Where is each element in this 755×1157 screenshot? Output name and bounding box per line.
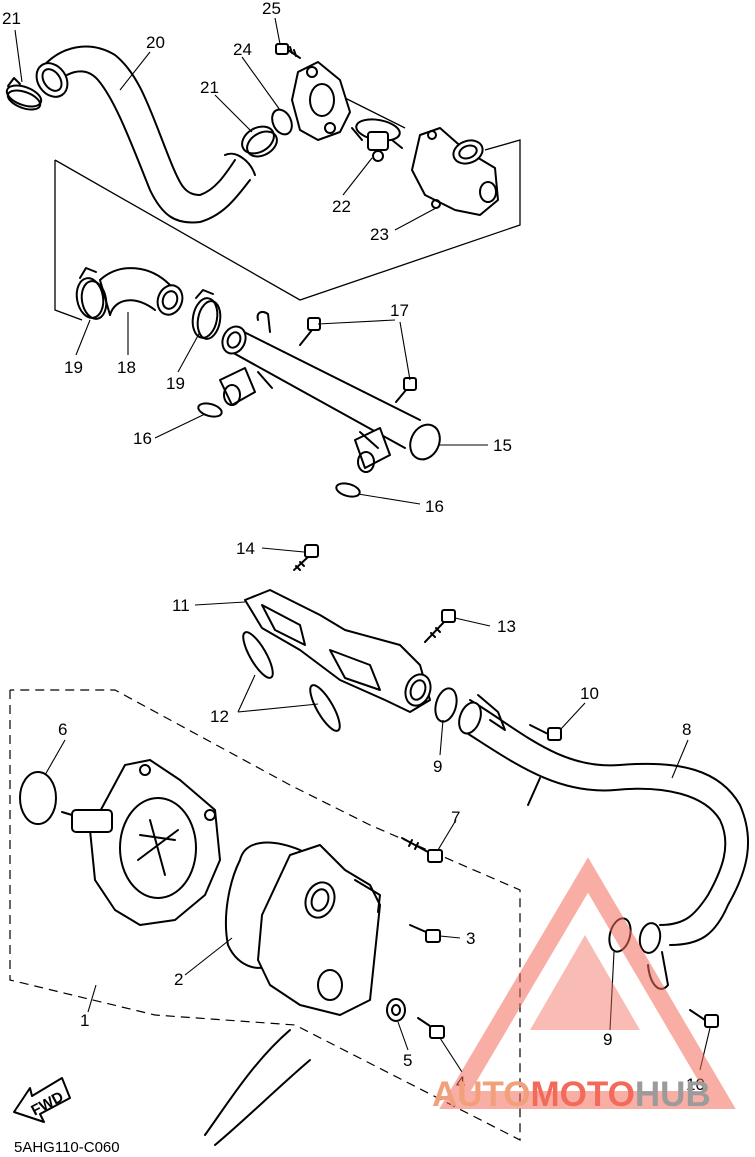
seal-24 [271,108,293,136]
bolt-4 [417,1017,445,1039]
callout-23: 23 [370,225,389,244]
gasket-12-left [242,631,274,679]
watermark-text: AUTOMOTOHUB [432,1075,711,1114]
water-pipe-8 [458,694,750,990]
gasket-12-right [309,684,341,732]
callout-24: 24 [233,40,252,59]
callout-13: 13 [497,617,516,636]
fwd-arrow: FWD [13,1077,71,1123]
watermark-inner-mark [530,935,640,1030]
washer-5 [386,998,406,1022]
water-pump-body [61,759,221,926]
bolt-7 [401,837,443,863]
water-pump-housing [257,844,381,1016]
o-ring-16-lower [335,482,361,498]
callout-10-upper: 10 [580,684,599,703]
bolt-17-lower [395,377,417,403]
thermostat-22 [351,118,403,162]
callout-6: 6 [58,720,67,739]
callout-16-lower: 16 [425,497,444,516]
callout-15: 15 [493,436,512,455]
hose-clamp-21-left [5,77,43,111]
callout-1: 1 [80,1011,89,1030]
callout-3: 3 [466,929,475,948]
o-ring-16-upper [197,402,223,418]
callout-5: 5 [403,1051,412,1070]
callout-25: 25 [262,0,281,18]
o-ring-6 [19,771,57,825]
callout-21-left: 21 [2,9,21,28]
hose-18 [99,267,184,316]
callout-numbers: 21 20 21 24 25 22 23 19 18 19 17 16 15 1… [2,0,705,1094]
watermark-triangle [439,857,736,1109]
callout-2: 2 [174,970,183,989]
leader-lines [14,17,711,1073]
lower-hose-edge-1 [204,1029,291,1136]
diagram-code: 5AHG110-C060 [14,1139,120,1156]
thermostat-guide-line [344,97,406,129]
lower-hose-edge-2 [214,1059,311,1146]
callout-22: 22 [332,197,351,216]
water-pipe-15 [219,311,441,473]
hose-clamp-21-right [241,125,278,158]
o-ring-9-upper [434,687,458,723]
callout-14: 14 [236,539,255,558]
callout-7: 7 [451,808,460,827]
watermark-brand-right: HUB [635,1075,711,1114]
watermark-brand-left: AUTO [432,1075,531,1114]
callout-11: 11 [172,596,190,615]
bolt-10-upper [529,724,562,741]
callout-18: 18 [117,358,136,377]
thermostat-cover [291,61,351,141]
bolt-10-lower [689,1009,719,1028]
callout-21-right: 21 [200,78,219,97]
bolt-17-upper [299,317,321,346]
watermark-brand-mid: MOTO [531,1075,635,1114]
thermostat-housing-23 [411,127,499,216]
radiator-hose-20 [35,45,256,224]
bolt-14 [293,544,319,571]
bolt-13 [424,609,456,643]
callout-19-right: 19 [166,374,185,393]
callout-20: 20 [146,33,165,52]
hose-clamp-19-left [75,267,108,320]
callout-19-left: 19 [64,358,83,377]
callout-17: 17 [390,301,409,320]
callout-8: 8 [682,720,691,739]
callout-16-upper: 16 [133,429,152,448]
water-pipe-joint-11 [244,589,432,713]
watermark-logo: AUTOMOTOHUB [432,857,736,1114]
bolt-3 [409,924,441,943]
hose-clamp-19-right [191,289,222,340]
callout-9-upper: 9 [433,757,442,776]
upper-group-bracket-top [54,139,521,301]
callout-9-lower: 9 [603,1030,612,1049]
pump-group-outline [9,689,521,1141]
callout-12: 12 [210,707,229,726]
bolt-25 [275,43,301,59]
upper-group-bracket [54,160,83,321]
